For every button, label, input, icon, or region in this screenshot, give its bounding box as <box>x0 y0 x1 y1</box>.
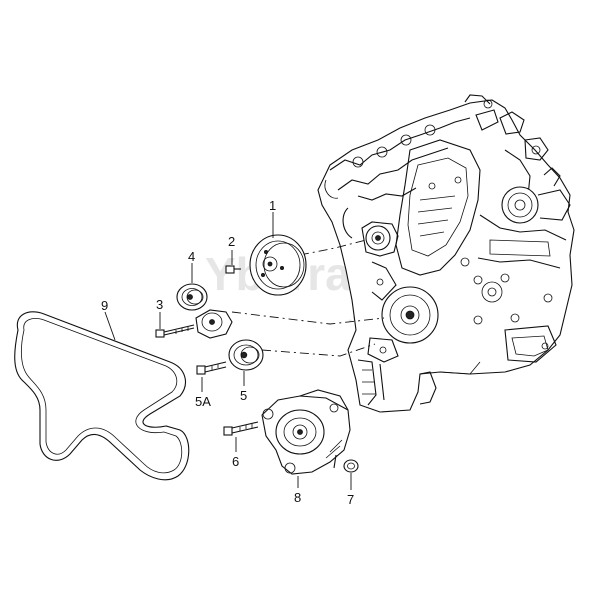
bolt-part-2 <box>225 265 241 274</box>
nut-part-7 <box>333 454 359 473</box>
callout-leaders <box>104 212 352 490</box>
bolt-part-3 <box>155 324 195 338</box>
callout-1: 1 <box>269 198 276 213</box>
callout-6: 6 <box>232 454 239 469</box>
alignment-line-water-pump <box>299 239 367 256</box>
leader-9 <box>104 311 116 341</box>
idler-pulley-part-4 <box>176 283 208 311</box>
alignment-line-crank <box>231 311 385 325</box>
callout-2: 2 <box>228 234 235 249</box>
callout-7: 7 <box>347 492 354 507</box>
engine-block <box>317 94 575 413</box>
guide-pulley-part-5 <box>228 339 264 371</box>
bolt-part-6 <box>223 421 259 436</box>
pulley-part-1 <box>249 234 307 296</box>
alignment-line-idler <box>261 343 376 357</box>
tensioner-unit-part-8 <box>261 389 351 475</box>
callout-5a: 5A <box>195 394 211 409</box>
callout-3: 3 <box>156 297 163 312</box>
bolt-part-5a <box>196 361 227 375</box>
tensioner-assembly <box>195 309 233 339</box>
v-belt-part-9 <box>14 311 190 481</box>
alignment-lines <box>231 239 385 357</box>
callout-5: 5 <box>240 388 247 403</box>
callout-9: 9 <box>101 298 108 313</box>
callout-8: 8 <box>294 490 301 505</box>
callout-4: 4 <box>188 249 195 264</box>
callout-labels: 1 2 4 3 9 5A 5 6 8 7 <box>101 198 354 507</box>
